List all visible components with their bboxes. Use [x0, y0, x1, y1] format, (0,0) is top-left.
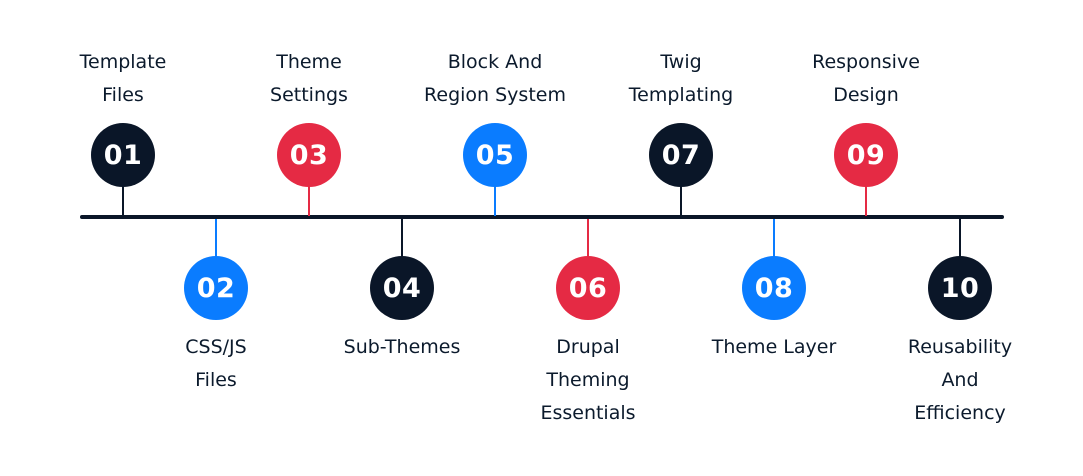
connector-line: [215, 219, 217, 257]
milestone-label-line: Reusability: [907, 336, 1013, 358]
milestone-label-line: Design: [833, 84, 899, 106]
milestone-label: Sub-Themes: [312, 331, 492, 364]
connector-line: [401, 219, 403, 257]
milestone-label-line: Sub-Themes: [343, 336, 461, 358]
timeline-axis: [80, 215, 1004, 219]
milestone-label-line: Responsive: [812, 51, 920, 73]
milestone-label-line: Theme Layer: [711, 336, 837, 358]
milestone-number-circle: 05: [463, 123, 527, 187]
milestone-label-line: Theming: [546, 369, 630, 391]
milestone-label: Theme Layer: [684, 331, 864, 364]
milestone-number-circle: 03: [277, 123, 341, 187]
milestone-label-line: CSS/JS: [185, 336, 247, 358]
milestone-number-circle: 08: [742, 256, 806, 320]
milestone-number-circle: 01: [91, 123, 155, 187]
milestone-label-line: And: [941, 369, 979, 391]
milestone-label-line: Template: [79, 51, 167, 73]
milestone-label-line: Efficiency: [914, 402, 1006, 424]
milestone-label: CSS/JS Files: [126, 331, 306, 397]
connector-line: [773, 219, 775, 257]
connector-line: [308, 185, 310, 216]
milestone-label-line: Settings: [270, 84, 348, 106]
milestone-label-line: Block And: [447, 51, 543, 73]
connector-line: [494, 185, 496, 216]
milestone-number-circle: 10: [928, 256, 992, 320]
milestone-label-line: Twig: [660, 51, 702, 73]
milestone-number-circle: 09: [834, 123, 898, 187]
milestone-number-circle: 07: [649, 123, 713, 187]
milestone-number-circle: 06: [556, 256, 620, 320]
connector-line: [865, 185, 867, 216]
connector-line: [680, 185, 682, 216]
milestone-number-circle: 02: [184, 256, 248, 320]
milestone-label-line: Templating: [628, 84, 734, 106]
milestone-label-line: Files: [195, 369, 237, 391]
milestone-label-line: Region System: [424, 84, 566, 106]
connector-line: [122, 185, 124, 216]
milestone-number-circle: 04: [370, 256, 434, 320]
milestone-label-line: Files: [102, 84, 144, 106]
milestone-label-line: Drupal: [556, 336, 620, 358]
connector-line: [959, 219, 961, 257]
milestone-label-line: Theme: [276, 51, 342, 73]
connector-line: [587, 219, 589, 257]
milestone-label-line: Essentials: [540, 402, 636, 424]
